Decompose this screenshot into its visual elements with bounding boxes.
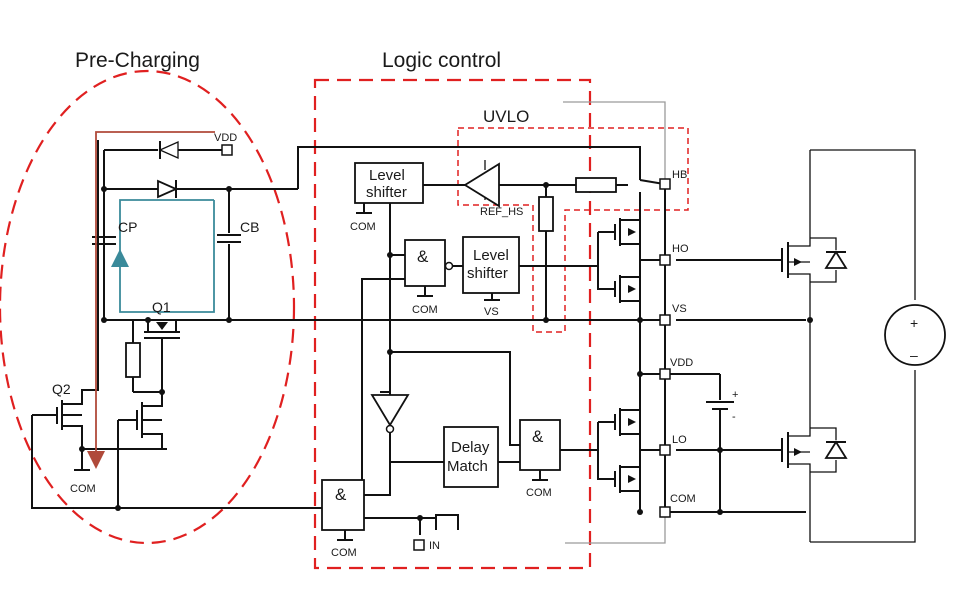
vdd-top-label: VDD [214, 132, 237, 144]
com-label-ls1: COM [350, 221, 376, 233]
and-gate-1-symbol: & [417, 247, 429, 266]
cb-label: CB [240, 219, 259, 235]
uvlo-region [457, 127, 689, 333]
cp-label: CP [118, 219, 137, 235]
half-bridge [781, 149, 946, 543]
precharge-circuit [31, 131, 665, 511]
battery-plus: + [732, 389, 738, 401]
delay-match-line1: Delay [451, 439, 490, 456]
com-label-and3: COM [331, 547, 357, 559]
logic-control-region [313, 78, 592, 570]
com-label-and2: COM [526, 487, 552, 499]
com-label-and1: COM [412, 304, 438, 316]
ref-hs-label: REF_HS [480, 206, 523, 218]
precharging-title: Pre-Charging [75, 49, 200, 72]
com-label-precharge: COM [70, 483, 96, 495]
pin-vs: VS [672, 303, 687, 315]
gray-bottom-wire [565, 512, 666, 544]
level-shifter-2-line1: Level [473, 247, 509, 264]
delay-match-line2: Match [447, 458, 488, 475]
level-shifter-1-line2: shifter [366, 184, 407, 201]
source-minus: – [910, 347, 918, 363]
q1-label: Q1 [152, 299, 171, 315]
gray-top-wire [563, 101, 666, 180]
logic-control-title: Logic control [382, 49, 501, 72]
battery-minus: - [732, 411, 736, 423]
pin-lo: LO [672, 434, 687, 446]
logic-circuit [321, 160, 628, 551]
uvlo-title: UVLO [483, 107, 529, 126]
and-gate-2-symbol: & [532, 427, 544, 446]
vs-small-label: VS [484, 306, 499, 318]
in-label: IN [429, 540, 440, 552]
pin-ho: HO [672, 243, 689, 255]
precharging-region [0, 69, 296, 545]
driver-stage [597, 178, 806, 518]
q2-label: Q2 [52, 381, 71, 397]
blue-current-path [111, 200, 215, 313]
pin-vdd: VDD [670, 357, 693, 369]
pin-hb: HB [672, 169, 687, 181]
red-current-path [87, 131, 215, 469]
level-shifter-1-line1: Level [369, 167, 405, 184]
source-plus: + [910, 315, 918, 331]
pin-com: COM [670, 493, 696, 505]
and-gate-3-symbol: & [335, 485, 347, 504]
level-shifter-2-line2: shifter [467, 265, 508, 282]
